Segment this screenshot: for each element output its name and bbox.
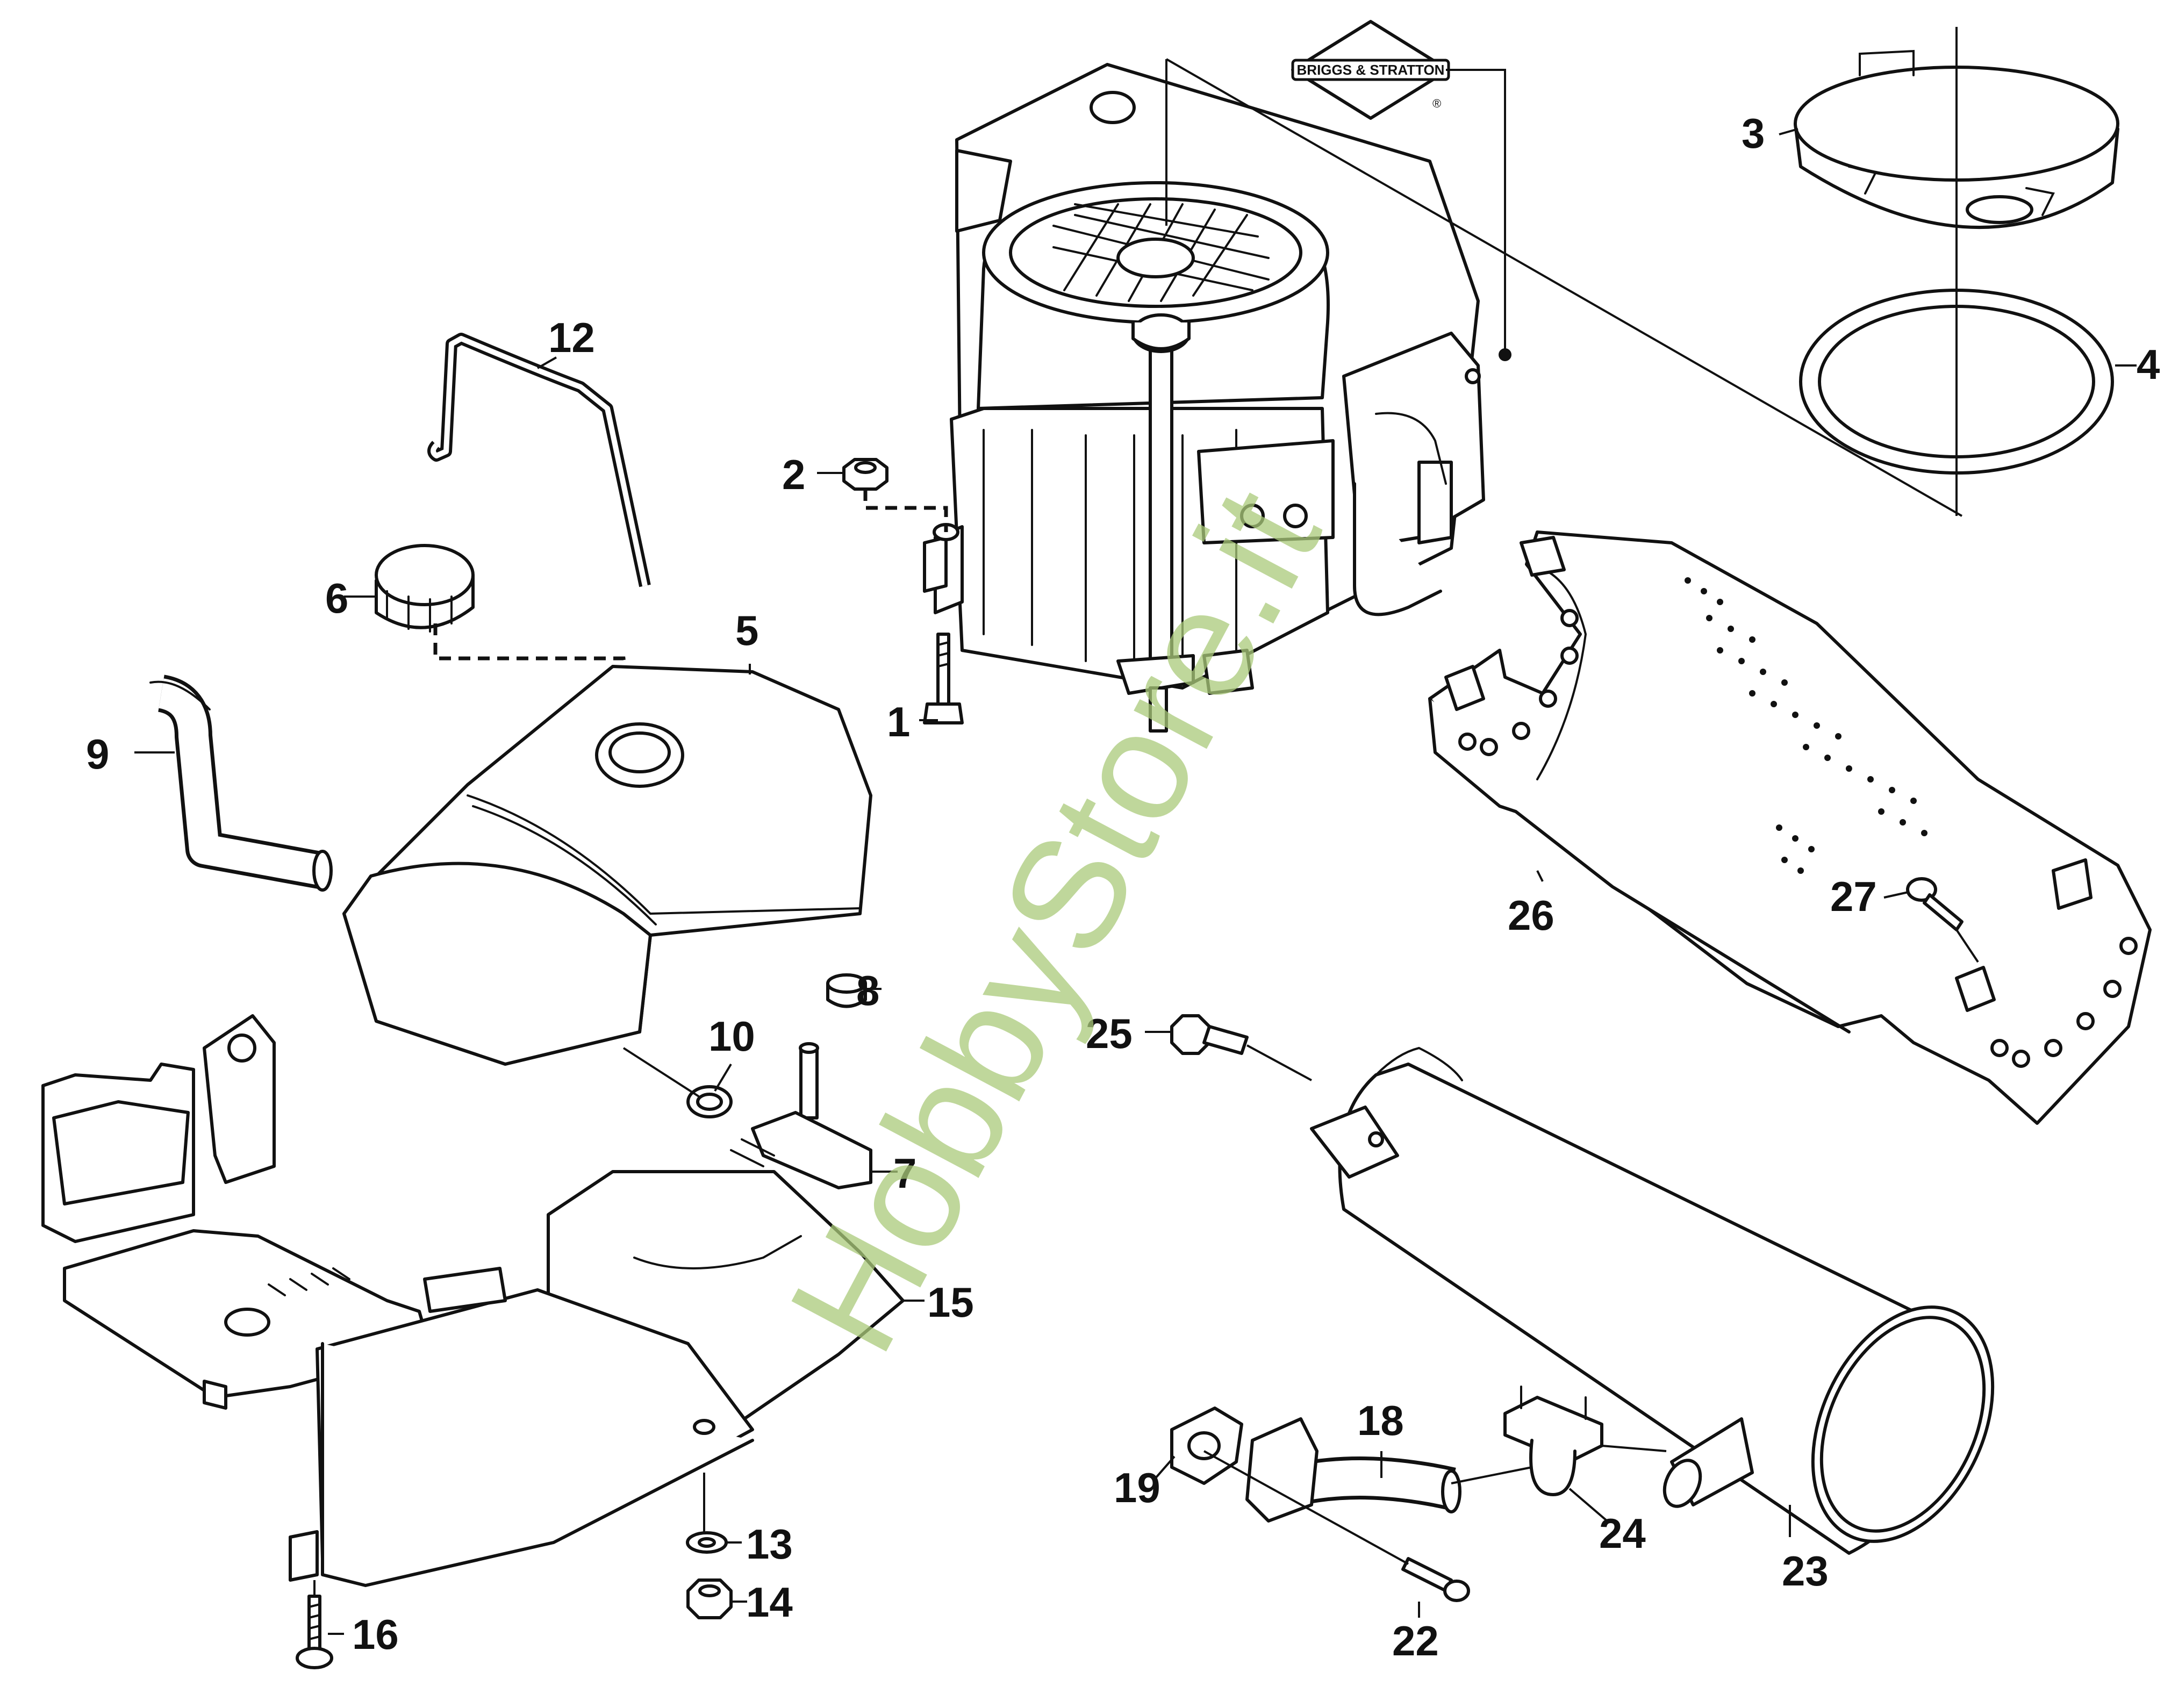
part-13-washer — [686, 1531, 728, 1554]
callout-13: 13 — [746, 1520, 793, 1568]
part-19-gasket — [1170, 1406, 1243, 1485]
callout-3: 3 — [1742, 110, 1765, 157]
part-5-fuel-tank — [342, 665, 872, 1066]
part-24-pipe-clamp — [1503, 1386, 1603, 1496]
callout-12: 12 — [548, 314, 595, 361]
part-2-nut — [842, 458, 888, 491]
callout-24: 24 — [1599, 1510, 1646, 1557]
callout-labels: 1 2 3 4 5 6 7 8 9 10 12 13 14 15 16 18 1… — [86, 110, 2160, 1664]
guard-bolt-holes — [1458, 609, 2138, 1068]
part-14-nut — [686, 1578, 733, 1619]
callout-23: 23 — [1782, 1547, 1829, 1595]
brand-logo-text: BRIGGS & STRATTON — [1297, 62, 1445, 78]
callout-22: 22 — [1392, 1617, 1439, 1664]
callout-4: 4 — [2137, 341, 2160, 388]
callout-leaders — [134, 128, 2137, 1635]
part-25-bolt — [1170, 1014, 1249, 1055]
callout-26: 26 — [1508, 892, 1554, 939]
part-23-muffler — [1310, 1046, 1995, 1555]
part-6-fuel-cap — [375, 544, 475, 633]
callout-27: 27 — [1830, 873, 1877, 920]
part-9-fuel-hose — [149, 674, 333, 892]
callout-14: 14 — [746, 1578, 793, 1626]
callout-6: 6 — [325, 575, 348, 622]
callout-2: 2 — [782, 451, 805, 498]
part-8-grommet — [826, 973, 867, 1008]
part-16-screw — [296, 1595, 333, 1669]
callout-19: 19 — [1114, 1464, 1160, 1511]
callout-15: 15 — [927, 1279, 974, 1326]
part-18-exhaust-pipe — [1245, 1417, 1461, 1523]
engine-assembly — [923, 63, 1485, 733]
part-10-clamp — [686, 1085, 733, 1118]
callout-1: 1 — [887, 698, 910, 745]
part-7-fuel-valve — [730, 1042, 872, 1189]
part-26-muffler-guard — [1428, 530, 2152, 1125]
part-15-tank-tray — [289, 1170, 905, 1587]
callout-9: 9 — [86, 730, 109, 778]
part-22-screw — [1401, 1557, 1470, 1602]
guard-perforations — [1685, 577, 1927, 874]
briggs-stratton-logo: BRIGGS & STRATTON ® — [1291, 20, 1450, 120]
part-1-bolt — [923, 633, 964, 724]
callout-25: 25 — [1086, 1010, 1133, 1057]
callout-10: 10 — [708, 1013, 755, 1060]
part-12-breather-tube — [427, 333, 651, 587]
registered-mark: ® — [1432, 97, 1441, 110]
callout-16: 16 — [352, 1611, 399, 1658]
callout-7: 7 — [893, 1150, 916, 1197]
callout-5: 5 — [735, 607, 758, 654]
callout-8: 8 — [856, 967, 879, 1014]
callout-18: 18 — [1357, 1397, 1404, 1444]
